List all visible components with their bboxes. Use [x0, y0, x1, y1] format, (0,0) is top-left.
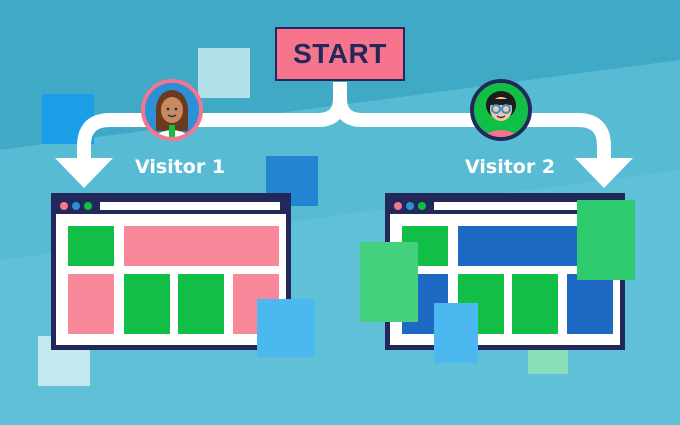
decor-square — [360, 242, 418, 322]
layout-block — [68, 274, 114, 334]
layout-block — [567, 274, 613, 334]
window-dot-green-icon — [418, 202, 426, 210]
browser-window-variant-a — [51, 193, 291, 350]
decor-square — [257, 299, 315, 357]
layout-block — [124, 274, 170, 334]
window-dot-red-icon — [394, 202, 402, 210]
flow-arrow-path — [333, 82, 611, 160]
layout-block — [68, 226, 114, 266]
layout-block — [178, 274, 224, 334]
address-bar — [100, 202, 280, 210]
window-dot-green-icon — [84, 202, 92, 210]
window-dot-blue-icon — [72, 202, 80, 210]
browser-titlebar — [56, 198, 286, 214]
arrow-head-right — [575, 158, 633, 188]
decor-square — [198, 48, 250, 98]
layout-block — [512, 274, 558, 334]
visitor2-avatar — [470, 79, 532, 141]
window-dot-blue-icon — [406, 202, 414, 210]
arrow-head-left — [55, 158, 113, 188]
window-dot-red-icon — [60, 202, 68, 210]
address-bar — [434, 202, 614, 210]
start-node: START — [275, 27, 405, 81]
browser-titlebar — [390, 198, 620, 214]
visitor2-label: Visitor 2 — [465, 156, 556, 178]
woman-avatar-icon — [145, 83, 199, 137]
start-label: START — [293, 38, 387, 69]
woman-glasses-avatar-icon — [474, 83, 528, 137]
visitor1-label: Visitor 1 — [135, 156, 226, 178]
visitor1-avatar — [141, 79, 203, 141]
decor-square — [434, 303, 478, 363]
decor-square — [577, 200, 635, 280]
layout-block — [124, 226, 279, 266]
